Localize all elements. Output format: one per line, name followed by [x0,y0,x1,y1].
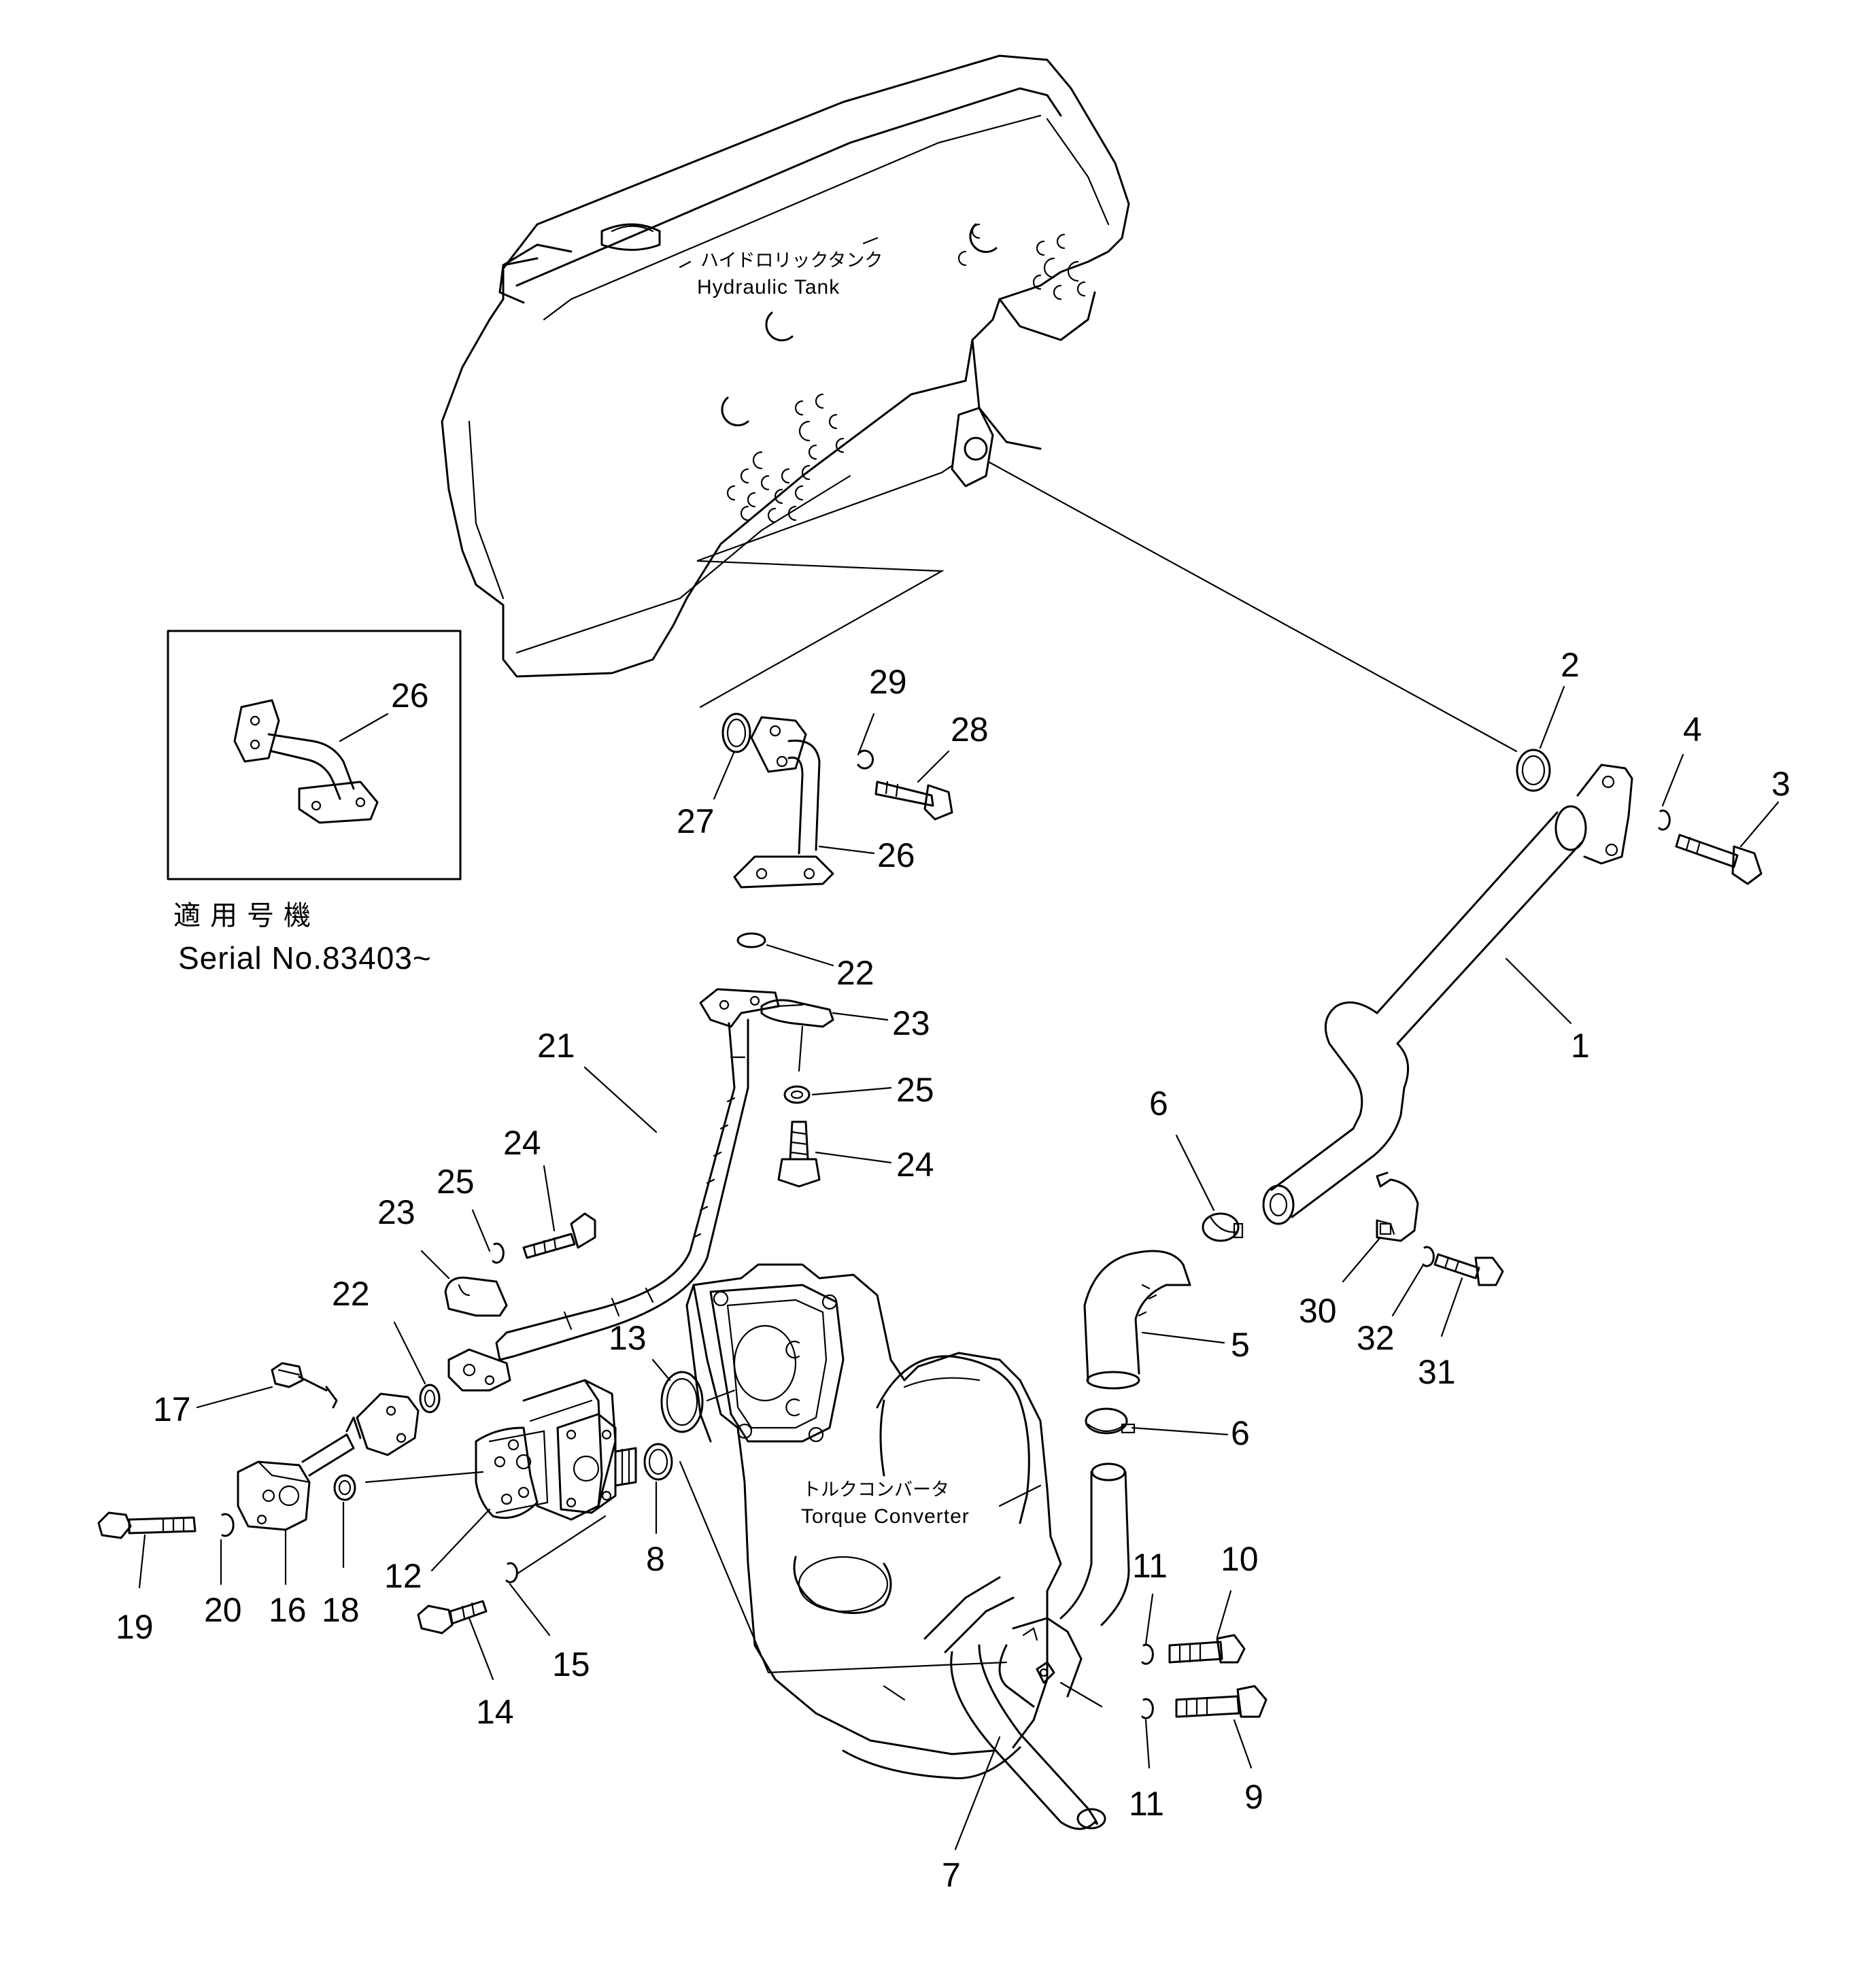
callout-22-upper: 22 [836,954,874,992]
part-25-washer-lower [492,1242,505,1264]
callout-14: 14 [476,1693,514,1731]
part-21-hose [447,988,780,1392]
callout-5: 5 [1231,1326,1250,1364]
callout-23-lower: 23 [377,1193,415,1231]
part-6-clamp-lower [1085,1407,1136,1435]
part-17-fitting [271,1362,338,1409]
part-30-clip [1376,1171,1419,1242]
part-5-hose [1083,1250,1191,1390]
callout-12: 12 [384,1557,422,1595]
tank-to-elbow-line [988,461,1518,753]
callout-6-lower: 6 [1231,1414,1250,1452]
callout-10: 10 [1221,1540,1259,1578]
serial-label-jp: 適用号機 [173,900,320,931]
part-12-pump [475,1379,637,1521]
callout-22-lower: 22 [332,1275,370,1313]
part-11-washer-lower [1141,1698,1154,1719]
callout-29: 29 [869,663,907,701]
part-18-oring [333,1474,356,1501]
callout-4: 4 [1683,710,1702,749]
callout-24-lower: 24 [503,1124,541,1162]
callout-2: 2 [1561,646,1580,684]
hydraulic-tank-label-en: Hydraulic Tank [697,276,840,298]
torque-converter: トルクコンバータ Torque Converter [685,1263,1062,1779]
callout-17: 17 [153,1390,191,1428]
part-31-bolt [1433,1253,1504,1286]
part-24-bolt-lower [522,1212,596,1259]
callout-25-upper: 25 [896,1071,934,1109]
callout-20: 20 [204,1591,242,1629]
callout-8: 8 [646,1540,665,1578]
part-13-oring [660,1371,704,1433]
part-28-bolt [874,781,953,821]
callout-11-lower: 11 [1129,1785,1164,1823]
callout-24-upper: 24 [896,1146,934,1184]
callout-21: 21 [537,1027,575,1065]
part-23-clamp-lower [444,1276,508,1317]
part-29-washer [857,749,874,770]
part-19-bolt [97,1511,197,1539]
callout-28: 28 [951,710,989,749]
part-24-bolt-upper [777,1120,821,1188]
part-10-bolt [1168,1634,1246,1664]
part-22-oring-upper [736,932,766,948]
part-9-bolt [1175,1685,1268,1718]
callout-9: 9 [1244,1778,1263,1816]
callout-18: 18 [322,1591,360,1629]
part-22-oring-lower [419,1384,441,1413]
callout-27: 27 [677,802,715,840]
serial-label-en: Serial No.83403~ [178,940,432,976]
part-14-bolt [417,1600,488,1634]
part-3-bolt [1675,834,1763,885]
part-15-washer [505,1562,518,1583]
part-16-block [237,1392,420,1531]
part-2-oring [1516,749,1551,792]
callout-26-inset: 26 [391,676,429,715]
part-8-oring [643,1443,673,1481]
part-6-clamp-upper [1202,1212,1244,1242]
callout-32: 32 [1357,1319,1395,1357]
hydraulic-tank: ハイドロリックタンク Hydraulic Tank [441,54,1130,678]
callout-25-lower: 25 [437,1163,475,1201]
part-25-washer-upper [783,1085,811,1104]
callout-19: 19 [116,1608,154,1646]
part-4-washer [1658,809,1671,831]
tank-bolt-pattern [726,223,1086,524]
part-26-tube [733,716,834,889]
callout-7: 7 [942,1856,961,1894]
part-23-clamp-upper [760,999,834,1028]
tank-to-tube-line [696,464,953,708]
callout-13: 13 [609,1319,647,1357]
serial-inset: 26 [167,630,462,880]
callout-16: 16 [269,1591,307,1629]
callout-1: 1 [1571,1027,1590,1065]
callout-23-upper: 23 [892,1004,930,1042]
torque-converter-label-en: Torque Converter [801,1505,970,1528]
callout-3: 3 [1771,765,1790,803]
part-27-oring [721,713,751,753]
part-11-washer-upper [1141,1643,1154,1665]
hydraulic-tank-label-jp: ハイドロリックタンク [700,250,883,271]
part-1-tube [1262,764,1633,1225]
callout-11-upper: 11 [1132,1547,1168,1585]
callout-31: 31 [1418,1353,1456,1391]
torque-converter-label-jp: トルクコンバータ [802,1479,949,1501]
callout-6-upper: 6 [1149,1084,1168,1122]
callout-15: 15 [552,1645,590,1683]
part-7-tube [950,1462,1130,1830]
part-32-washer [1422,1246,1435,1267]
part-20-washer [221,1513,235,1537]
callout-26: 26 [877,836,915,874]
callout-30: 30 [1299,1292,1337,1330]
